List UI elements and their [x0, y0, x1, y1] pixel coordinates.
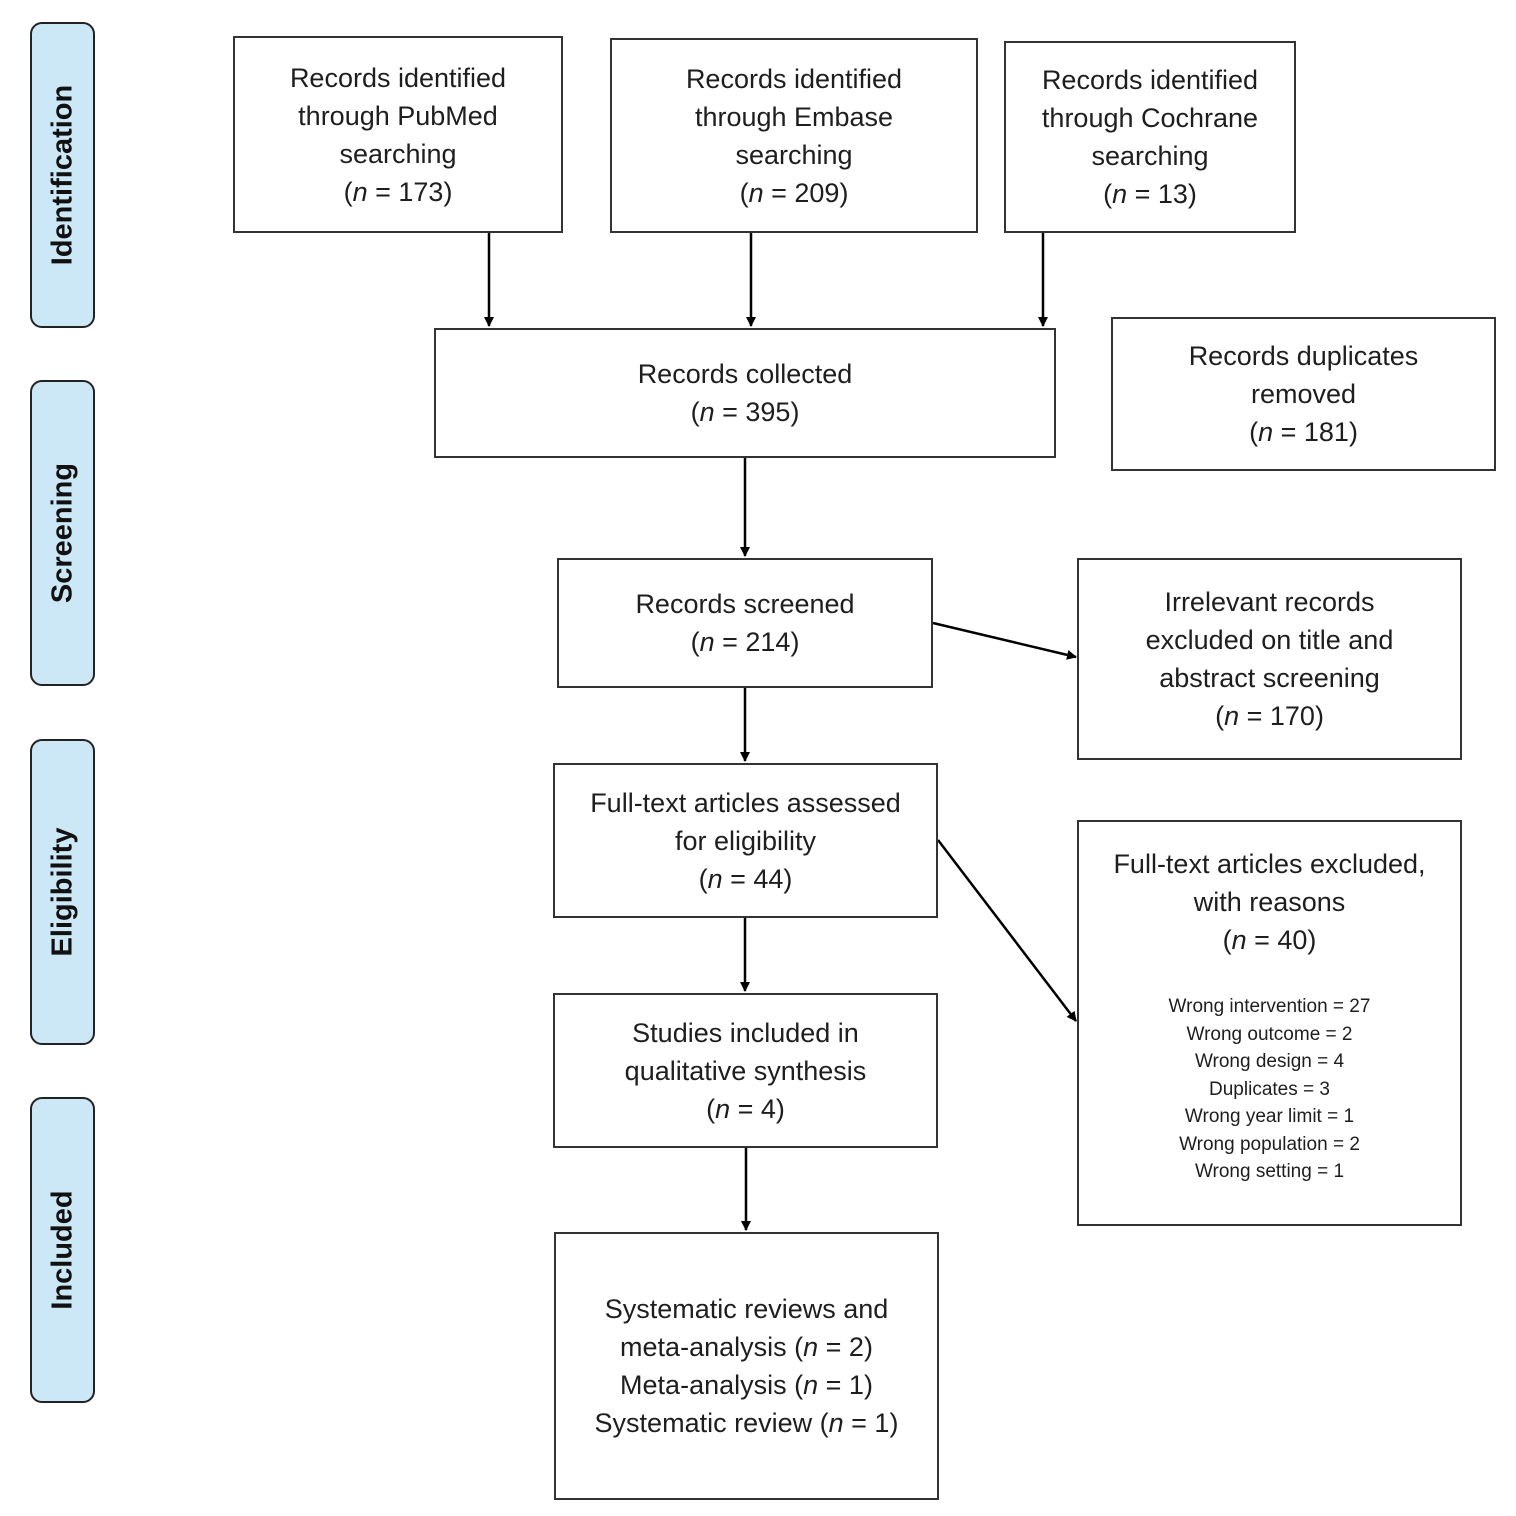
- box-text: Irrelevant records: [1164, 587, 1375, 617]
- box-count: (n = 173): [343, 176, 453, 207]
- box-text: Records screened: [635, 589, 855, 619]
- count-value: 44: [753, 863, 784, 894]
- stage-identification: Identification: [30, 22, 95, 328]
- box-count: (n = 181): [1249, 417, 1358, 447]
- stage-included: Included: [30, 1097, 95, 1403]
- count-value: 170: [1269, 701, 1315, 731]
- box-text: searching: [339, 138, 457, 169]
- box-text: searching: [1091, 141, 1209, 171]
- box-text: Full-text articles assessed: [590, 787, 901, 818]
- box-fulltext-assessed: Full-text articles assessed for eligibil…: [553, 763, 938, 918]
- box-count: (n = 13): [1103, 179, 1197, 209]
- exclusion-reason: Wrong setting = 1: [1194, 1161, 1345, 1182]
- box-records-collected: Records collected (n = 395): [434, 328, 1056, 458]
- arrow-fulltext-to-excluded: [937, 839, 1077, 1022]
- included-item-label: Meta-analysis: [620, 1370, 787, 1400]
- box-text: searching: [735, 139, 853, 170]
- box-count: (n = 209): [739, 177, 849, 208]
- stage-eligibility: Eligibility: [30, 739, 95, 1045]
- count-value: 181: [1303, 417, 1349, 447]
- exclusion-reason: Wrong design = 4: [1194, 1051, 1345, 1072]
- box-text: for eligibility: [674, 825, 817, 856]
- exclusion-reason: Wrong year limit = 1: [1184, 1106, 1355, 1127]
- box-count: (n = 40): [1222, 925, 1317, 955]
- box-fulltext-excluded: Full-text articles excluded, with reason…: [1077, 820, 1462, 1226]
- count-value: 173: [398, 176, 444, 207]
- exclusion-reason: Wrong outcome = 2: [1186, 1023, 1353, 1045]
- count-value: 395: [745, 397, 791, 427]
- box-duplicates-removed: Records duplicates removed (n = 181): [1111, 317, 1496, 471]
- stage-screening: Screening: [30, 380, 95, 686]
- box-count: (n = 214): [690, 627, 800, 657]
- box-text: removed: [1250, 379, 1357, 409]
- box-text: Studies included in: [632, 1017, 859, 1048]
- box-text: abstract screening: [1159, 663, 1380, 693]
- count-value: 40: [1277, 925, 1308, 955]
- box-qualitative-synthesis: Studies included in qualitative synthesi…: [553, 993, 938, 1148]
- box-embase: Records identified through Embase search…: [610, 38, 978, 233]
- count-value: 1: [848, 1370, 864, 1400]
- arrow-screened-to-irrelevant: [932, 621, 1077, 660]
- box-text: Records duplicates: [1188, 341, 1419, 371]
- included-item-label: meta-analysis: [620, 1332, 787, 1362]
- box-text: with reasons: [1193, 887, 1346, 917]
- included-item-label: Systematic review: [594, 1408, 813, 1438]
- box-text: excluded on title and: [1145, 625, 1394, 655]
- exclusion-reasons-list: Wrong intervention = 27 Wrong outcome = …: [1169, 993, 1371, 1186]
- included-item: Systematic review (n = 1): [594, 1408, 899, 1438]
- count-value: 1: [874, 1408, 890, 1438]
- box-text: through PubMed: [298, 100, 498, 131]
- box-count: (n = 170): [1215, 701, 1324, 731]
- box-included-studies: Systematic reviews and meta-analysis (n …: [554, 1232, 939, 1500]
- box-text: Records identified: [685, 63, 903, 94]
- box-irrelevant-excluded: Irrelevant records excluded on title and…: [1077, 558, 1462, 760]
- exclusion-reason: Duplicates = 3: [1209, 1078, 1330, 1100]
- box-count: (n = 4): [706, 1093, 785, 1124]
- box-records-screened: Records screened (n = 214): [557, 558, 933, 688]
- included-item: meta-analysis (n = 2): [620, 1332, 873, 1362]
- box-text: qualitative synthesis: [624, 1055, 867, 1086]
- box-text: Systematic reviews and: [604, 1294, 889, 1324]
- count-value: 209: [794, 177, 840, 208]
- box-pubmed: Records identified through PubMed search…: [233, 36, 563, 233]
- box-count: (n = 44): [698, 863, 793, 894]
- box-count: (n = 395): [690, 397, 800, 427]
- box-text: through Cochrane: [1041, 103, 1259, 133]
- box-text: Full-text articles excluded,: [1113, 849, 1426, 879]
- box-text: through Embase: [694, 101, 894, 132]
- box-text: Records identified: [289, 62, 507, 93]
- included-item: Meta-analysis (n = 1): [620, 1370, 873, 1400]
- count-value: 214: [745, 627, 791, 657]
- exclusion-reason: Wrong intervention = 27: [1168, 996, 1371, 1017]
- count-value: 13: [1157, 179, 1188, 209]
- exclusion-reason: Wrong population = 2: [1179, 1133, 1360, 1155]
- box-text: Records identified: [1041, 65, 1259, 95]
- box-text: Records collected: [637, 359, 853, 389]
- count-value: 2: [848, 1332, 864, 1362]
- box-cochrane: Records identified through Cochrane sear…: [1004, 41, 1296, 233]
- count-value: 4: [760, 1093, 776, 1124]
